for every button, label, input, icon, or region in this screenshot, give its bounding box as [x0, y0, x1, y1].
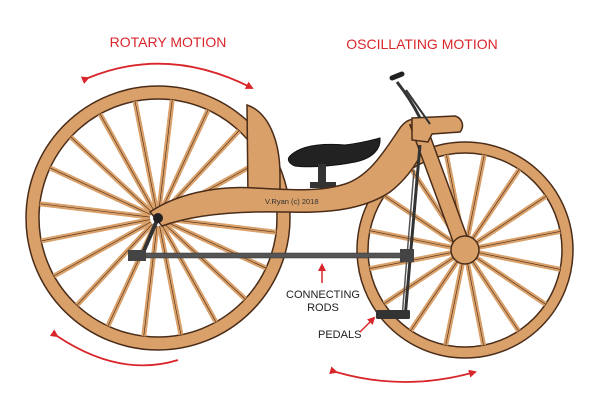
rear-crank-pivot	[153, 213, 163, 223]
pedals-pointer	[359, 316, 376, 333]
rear-mudguard	[246, 103, 281, 199]
spoke-edge	[471, 169, 520, 241]
spoke-edge	[134, 101, 157, 211]
spoke-edge	[159, 225, 182, 335]
rotary-arrow-top	[80, 62, 254, 89]
connecting-rods-label-line2: RODS	[307, 302, 339, 314]
spoke-edge	[53, 221, 152, 277]
spoke-edge	[99, 113, 155, 212]
spoke-edge	[41, 219, 151, 242]
spoke-edge	[163, 223, 246, 300]
connecting-rod	[131, 252, 413, 259]
front-hub	[450, 235, 480, 265]
connecting-rod-end-rear	[128, 250, 146, 261]
front-wheel-spokes	[369, 154, 561, 346]
spoke-edge	[445, 261, 463, 346]
connecting-rod-end-front	[400, 249, 414, 262]
spoke-edge	[165, 218, 277, 233]
spoke-edge	[165, 221, 267, 269]
spoke-edge	[476, 252, 561, 270]
spoke-edge	[158, 99, 173, 211]
rear-wheel-spokes	[39, 99, 277, 337]
rear-crank	[140, 217, 160, 256]
spoke-edge	[161, 224, 217, 323]
spoke-edge	[467, 261, 484, 346]
seat	[287, 137, 381, 168]
spoke-edge	[410, 259, 459, 331]
pedal-rod-inner	[401, 169, 415, 319]
spoke-edge	[471, 259, 519, 332]
spoke-edge	[76, 223, 153, 306]
oscillating-motion-title: OSCILLATING MOTION	[346, 36, 497, 52]
pedal	[376, 310, 410, 319]
handlebar	[395, 81, 422, 119]
seat-clamp	[310, 182, 336, 188]
spoke-edge	[474, 196, 547, 244]
spoke-edge	[49, 167, 151, 215]
handlebar-rod	[405, 89, 431, 125]
rotary-motion-title: ROTARY MOTION	[110, 34, 227, 50]
spoke-edge	[476, 231, 561, 248]
spoke-edge	[143, 225, 158, 337]
spoke-edge	[384, 195, 456, 244]
handlebar-grip	[389, 71, 405, 81]
spoke-edge	[383, 256, 456, 304]
pedals-label: PEDALS	[318, 329, 361, 341]
spoke-edge	[474, 256, 546, 305]
seat-post	[318, 164, 326, 188]
spoke-edge	[161, 109, 209, 211]
oscillating-arrow	[329, 366, 477, 383]
spoke-edge	[467, 154, 485, 239]
connecting-rods-label-line1: CONNECTING	[286, 289, 360, 301]
rotary-arrow-bottom	[49, 329, 179, 367]
pedal-rod	[403, 144, 422, 319]
credit-text: V.Ryan (c) 2018	[265, 197, 319, 206]
head-block	[411, 115, 464, 143]
spoke-edge	[39, 203, 151, 218]
spoke-edge	[70, 136, 153, 213]
